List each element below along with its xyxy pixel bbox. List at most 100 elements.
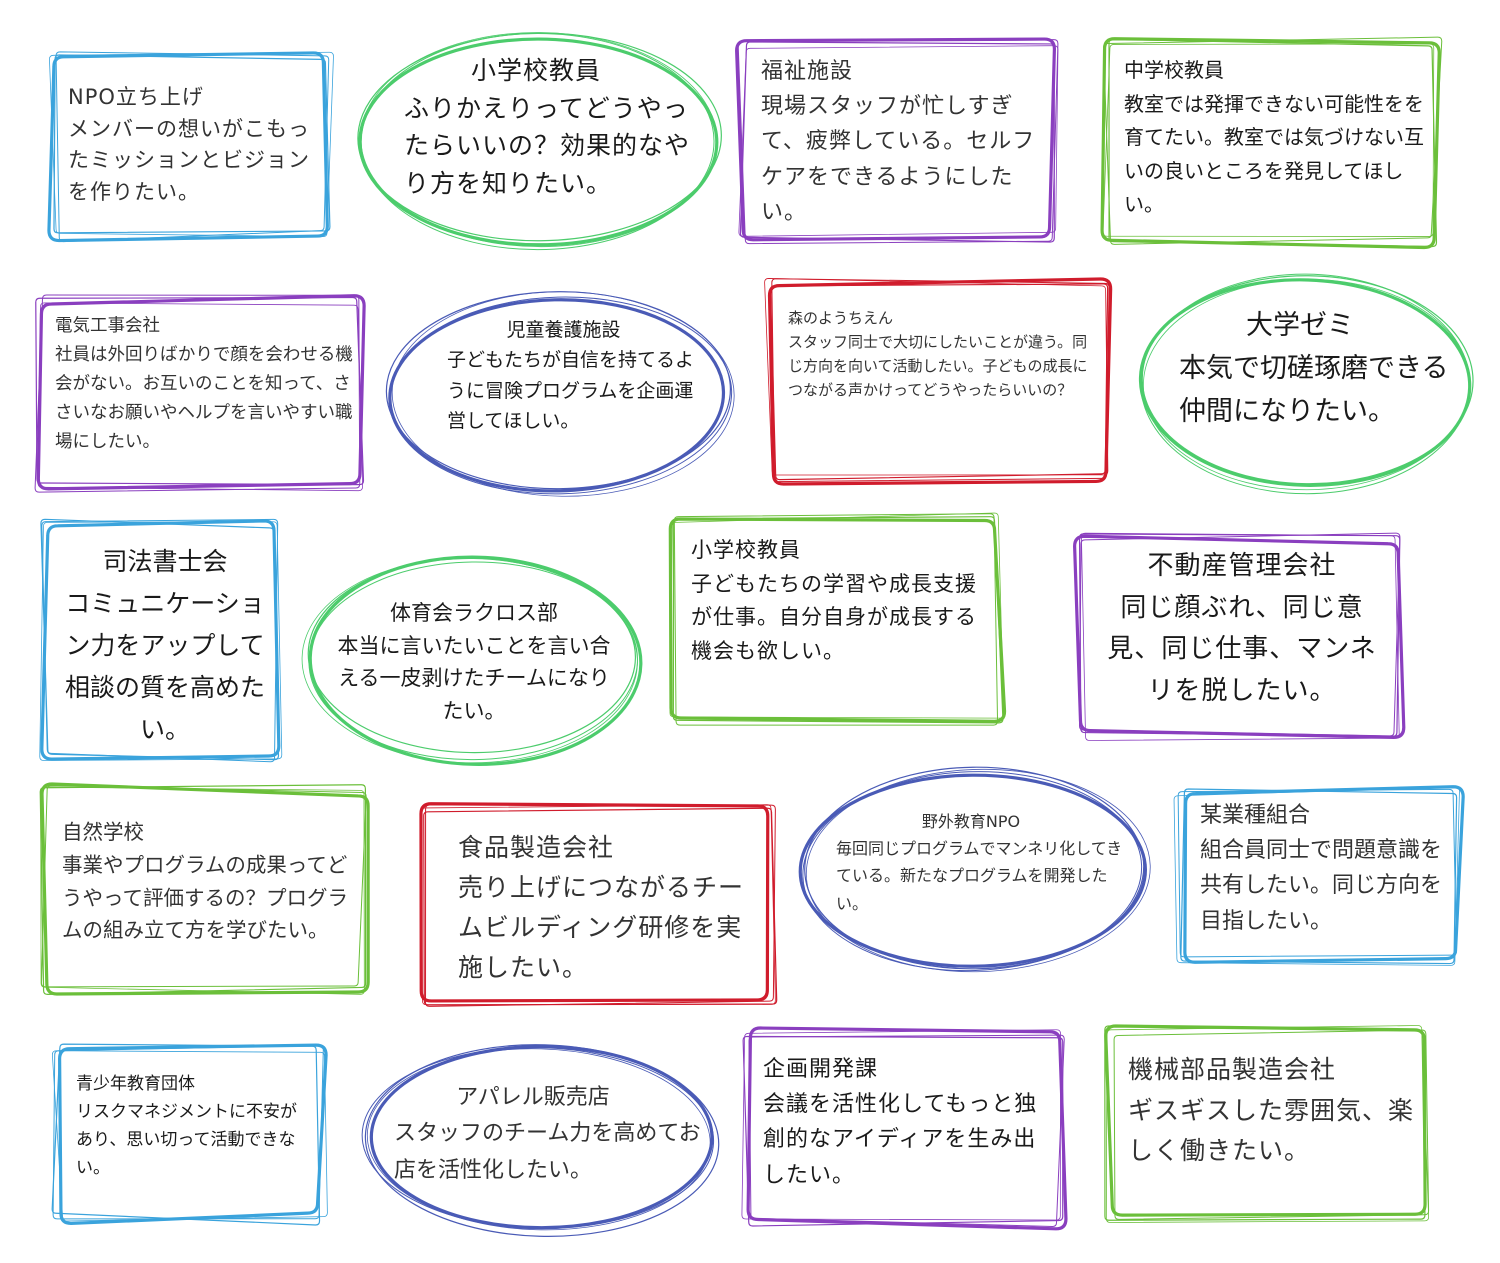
card-trade-union: 某業種組合 組合員同士で問題意識を共有したい。同じ方向を目指したい。 — [1172, 782, 1466, 968]
card-university-seminar: 大学ゼミ 本気で切磋琢磨できる仲間になりたい。 — [1135, 270, 1480, 495]
frame — [39, 518, 283, 763]
card-title: 某業種組合 — [1200, 803, 1311, 828]
frame-stroke — [741, 1029, 1061, 1221]
frame-stroke — [742, 1035, 1064, 1227]
card-body: リスクマネジメントに不安があり、思い切って活動できない。 — [76, 1102, 297, 1179]
frame — [1138, 273, 1474, 495]
frame-stroke — [737, 39, 1059, 245]
card-title: 青少年教育団体 — [76, 1074, 195, 1094]
frame-stroke — [37, 302, 364, 492]
frame — [385, 291, 735, 497]
frame-stroke — [1102, 43, 1435, 237]
card-title: 森のようちえん — [788, 309, 894, 327]
frame — [419, 802, 778, 1007]
card-body: コミュニケーション力をアップして相談の質を高めたい。 — [64, 589, 265, 744]
frame — [668, 512, 1007, 726]
card-body: 毎回同じプログラムでマンネリ化してきている。新たなプログラムを開発したい。 — [836, 839, 1123, 913]
frame-stroke — [1108, 38, 1438, 248]
card-title: 児童養護施設 — [506, 319, 621, 341]
card-title: 不動産管理会社 — [1147, 551, 1337, 581]
frame-stroke — [47, 51, 329, 243]
card-child-welfare: 児童養護施設 子どもたちが自信を持てるように冒険プログラムを企画運営してほしい。 — [383, 288, 737, 498]
card-real-estate: 不動産管理会社 同じ顔ぶれ、同じ意見、同じ仕事、マンネリを脱したい。 — [1072, 530, 1408, 744]
card-title: 自然学校 — [62, 820, 144, 844]
frame-stroke — [668, 517, 1007, 723]
card-title: 中学校教員 — [1124, 58, 1224, 82]
card-body: 事業やプログラムの成果ってどうやって評価するの？プログラムの組み立て方を学びたい… — [62, 852, 348, 943]
frame-stroke — [55, 51, 330, 243]
frame — [1173, 785, 1465, 966]
frame — [361, 1044, 720, 1237]
frame — [47, 51, 334, 243]
card-body: スタッフのチーム力を高めてお店を活性化したい。 — [394, 1121, 701, 1183]
frame-stroke — [805, 768, 1151, 973]
card-body: 子どもたちが自信を持てるように冒険プログラムを企画運営してほしい。 — [447, 349, 695, 433]
frame-stroke — [388, 296, 733, 495]
frame-stroke — [39, 521, 283, 761]
frame-stroke — [308, 555, 643, 766]
frame-stroke — [735, 37, 1057, 242]
card-body: メンバーの想いがこもったミッションとビジョンを作りたい。 — [68, 116, 310, 204]
frame-stroke — [40, 785, 367, 988]
frame-stroke — [420, 804, 776, 1006]
frame-stroke — [40, 782, 370, 996]
card-junior-high-teacher: 中学校教員 教室では発揮できない可能性をを育てたい。教室では気づけない互いの良い… — [1100, 32, 1445, 250]
frame-stroke — [746, 1026, 1068, 1231]
card-planning-dept: 企画開発課 会議を活性化してもっと独創的なアイディアを生み出したい。 — [737, 1026, 1070, 1231]
frame-stroke — [34, 294, 361, 493]
frame-stroke — [369, 1044, 714, 1230]
card-title: 司法書士会 — [102, 547, 228, 576]
frame-stroke — [738, 45, 1059, 237]
frame-stroke — [364, 1044, 720, 1237]
frame-stroke — [51, 1050, 328, 1222]
frame — [764, 277, 1113, 486]
card-title: 電気工事会社 — [55, 316, 160, 336]
card-electric-company: 電気工事会社 社員は外回りばかりで顔を会わせる機会がない。お互いのことを知って、… — [33, 292, 368, 497]
frame-stroke — [1081, 532, 1400, 741]
frame — [735, 37, 1059, 245]
frame-stroke — [1103, 36, 1443, 245]
frame-stroke — [804, 766, 1145, 970]
frame-stroke — [40, 786, 365, 995]
frame-stroke — [366, 1048, 711, 1231]
card-body: 社員は外回りばかりで顔を会わせる機会がない。お互いのことを知って、ささいなお願い… — [55, 344, 353, 452]
card-title: 小学校教員 — [691, 538, 801, 562]
frame — [357, 32, 722, 251]
frame-stroke — [360, 32, 718, 248]
card-title: 野外教育NPO — [921, 812, 1021, 831]
frame-stroke — [669, 512, 1005, 719]
frame-stroke — [771, 278, 1110, 483]
card-title: 機械部品製造会社 — [1128, 1055, 1337, 1084]
card-title: 福祉施設 — [761, 59, 854, 84]
frame — [39, 782, 370, 996]
card-body: ふりかえりってどうやったらいいの？効果的なやり方を知りたい。 — [404, 93, 691, 198]
frame-stroke — [1105, 1025, 1430, 1223]
frame — [51, 1043, 328, 1226]
card-title: 食品製造会社 — [458, 833, 615, 862]
card-body: 現場スタッフが忙しすぎて、疲弊している。セルフケアをできるようにしたい。 — [761, 94, 1036, 225]
frame-stroke — [361, 1047, 715, 1229]
frame-stroke — [425, 804, 776, 1007]
card-elementary-teacher-2: 小学校教員 子どもたちの学習や成長支援が仕事。自分自身が成長する機会も欲しい。 — [665, 510, 1007, 728]
card-machine-parts: 機械部品製造会社 ギスギスした雰囲気、楽しく働きたい。 — [1102, 1022, 1435, 1227]
card-title: 企画開発課 — [763, 1057, 879, 1082]
frame-stroke — [1141, 275, 1474, 485]
card-body: 本気で切磋琢磨できる仲間になりたい。 — [1179, 353, 1449, 428]
card-body: 会議を活性化してもっと独創的なアイディアを生み出したい。 — [763, 1092, 1038, 1188]
frame-stroke — [1113, 1029, 1430, 1220]
card-body: 組合員同士で問題意識を共有したい。同じ方向を目指したい。 — [1200, 838, 1443, 934]
card-npo-startup: NPO立ち上げ メンバーの想いがこもったミッションとビジョンを作りたい。 — [46, 48, 336, 244]
card-body: 子どもたちの学習や成長支援が仕事。自分自身が成長する機会も欲しい。 — [691, 571, 977, 663]
card-outdoor-npo: 野外教育NPO 毎回同じプログラムでマンネリ化してきている。新たなプログラムを開… — [798, 766, 1152, 976]
frame-stroke — [388, 298, 726, 493]
frame-stroke — [1183, 785, 1465, 964]
frame-stroke — [748, 1034, 1065, 1227]
frame — [741, 1026, 1068, 1231]
card-title: アパレル販売店 — [456, 1085, 610, 1110]
frame — [1104, 1024, 1430, 1223]
frame-stroke — [53, 54, 331, 234]
card-title: 小学校教員 — [470, 56, 601, 85]
card-forest-kindergarten: 森のようちえん スタッフ同士で大切にしたいことが違う。同じ方向を向いて活動したい… — [762, 272, 1114, 487]
frame-stroke — [41, 518, 279, 763]
card-lacrosse-club: 体育会ラクロス部 本当に言いたいことを言い合える一皮剥けたチームになりたい。 — [300, 552, 645, 766]
